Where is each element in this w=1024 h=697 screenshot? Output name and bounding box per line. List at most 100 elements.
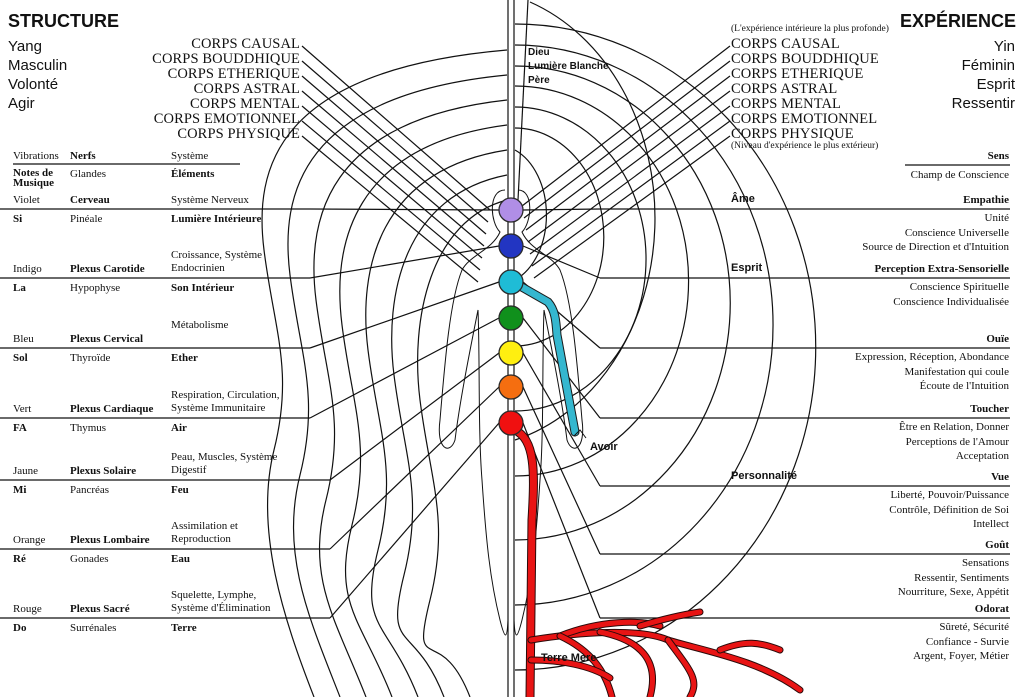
aura-contour (339, 124, 508, 697)
level-sense: Ouïe (986, 333, 1009, 345)
label-dieu: Dieu (528, 47, 550, 58)
quality-yang: Yang (8, 38, 42, 55)
outermost-experience-note: (Niveau d'expérience le plus extérieur) (731, 141, 879, 151)
right-body-connector (527, 90, 731, 243)
right-body-bouddhique: CORPS BOUDDHIQUE (731, 51, 879, 67)
deepest-experience-note: (L'expérience intérieure la plus profond… (731, 24, 889, 34)
row-plexus: Plexus Cervical (70, 333, 144, 345)
row-note: Do (13, 622, 27, 634)
right-chakra-connector (522, 245, 601, 279)
left-chakra-connector (309, 208, 500, 211)
header-sens: Sens (987, 150, 1009, 162)
row-note: Ré (13, 553, 26, 565)
right-body-connector (531, 120, 731, 267)
chakra-sacral (498, 374, 524, 400)
right-body-physique: CORPS PHYSIQUE (731, 126, 854, 142)
left-chakra-connector (329, 352, 500, 481)
terre-mere-label: Terre Mère (541, 652, 597, 664)
row-color: Bleu (13, 333, 34, 345)
row-gland: Pinéale (70, 213, 103, 225)
row-element: Feu (171, 484, 189, 496)
row-note: La (13, 282, 26, 294)
right-chakra-connector (522, 386, 601, 555)
chakra-crown (498, 197, 524, 223)
header-vibrations: Vibrations (13, 150, 59, 162)
row-element: Eau (171, 553, 190, 565)
row-system: Respiration, Circulation, Système Immuni… (171, 389, 280, 414)
header-notes: Notes de Musique (13, 167, 54, 189)
level-detail: Contrôle, Définition de Soi (889, 503, 1009, 516)
level-group: Personnalité (731, 470, 798, 482)
row-note: FA (13, 422, 27, 434)
aura-contour (391, 174, 508, 697)
row-note: Mi (13, 484, 27, 496)
left-qualities: Yang Masculin Volonté Agir (8, 37, 67, 113)
level-detail: Expression, Réception, Abondance (855, 351, 1009, 363)
label-pere: Père (528, 75, 550, 86)
level-group: Âme (731, 193, 755, 205)
right-body-connector (523, 60, 731, 219)
quality-ressentir: Ressentir (951, 95, 1015, 112)
level-detail: Liberté, Pouvoir/Puissance (890, 489, 1009, 501)
row-system: Assimilation et Reproduction (171, 520, 238, 545)
quality-volonte: Volonté (8, 76, 59, 93)
left-body-causal: CORPS CAUSAL (191, 36, 300, 52)
level-detail: Conscience Individualisée (893, 295, 1009, 308)
header-systeme: Système (171, 150, 209, 162)
aura-arc (514, 44, 774, 606)
earth-root (637, 609, 703, 629)
quality-esprit: Esprit (976, 76, 1015, 93)
header-elements: Éléments (171, 168, 215, 180)
right-body-mental: CORPS MENTAL (731, 96, 842, 112)
left-body-emotionnel: CORPS EMOTIONNEL (153, 111, 300, 127)
right-chakra-connector (522, 352, 601, 487)
left-body-connector (301, 75, 487, 235)
label-lumiere-blanche: Lumière Blanche (528, 61, 609, 72)
earth-root (717, 640, 783, 653)
row-color: Orange (13, 534, 46, 546)
left-chakra-connector (309, 317, 500, 419)
row-plexus: Cerveau (70, 194, 110, 206)
right-bodies-list: CORPS CAUSAL CORPS BOUDDHIQUE CORPS ETHE… (731, 37, 879, 142)
level-detail: Nourriture, Sexe, Appétit (897, 586, 1009, 598)
row-system: Métabolisme (171, 319, 229, 331)
row-color: Indigo (13, 263, 42, 275)
level-sense: Goût (985, 539, 1009, 551)
aura-arc (514, 106, 647, 412)
header-nerfs: Nerfs (70, 150, 96, 162)
level-sense: Toucher (970, 403, 1009, 415)
level-sense: Vue (991, 471, 1009, 483)
level-detail: Confiance - Survie (925, 635, 1009, 648)
right-chakra-connector (522, 208, 601, 211)
level-detail: Intellect (972, 518, 1009, 530)
right-body-connector (525, 75, 731, 231)
right-body-etherique: CORPS ETHERIQUE (731, 66, 864, 82)
row-plexus: Plexus Carotide (70, 263, 145, 275)
quality-agir: Agir (8, 95, 35, 112)
row-gland: Surrénales (70, 622, 117, 634)
earth-root (665, 637, 697, 697)
row-plexus: Plexus Cardiaque (70, 403, 154, 415)
aura-contour (313, 99, 508, 697)
right-body-astral: CORPS ASTRAL (731, 81, 838, 97)
aura-contour (417, 199, 508, 697)
row-element: Son Intérieur (171, 282, 235, 294)
left-body-physique: CORPS PHYSIQUE (177, 126, 300, 142)
left-body-connector (301, 90, 485, 247)
left-body-connector (301, 105, 483, 259)
row-note: Si (13, 213, 23, 225)
row-element: Air (171, 422, 187, 434)
level-detail: Acceptation (955, 450, 1009, 462)
row-gland: Gonades (70, 553, 109, 565)
avoir-label: Avoir (590, 441, 618, 453)
quality-yin: Yin (993, 38, 1015, 55)
earth-root (557, 633, 615, 697)
aura-arc (514, 23, 817, 671)
level-detail: Conscience Spirituelle (909, 281, 1009, 293)
quality-masculin: Masculin (8, 57, 68, 74)
row-gland: Hypophyse (70, 282, 121, 294)
left-body-astral: CORPS ASTRAL (193, 81, 300, 97)
row-gland: Thyroïde (70, 352, 111, 364)
row-system: Système Nerveux (171, 194, 249, 206)
